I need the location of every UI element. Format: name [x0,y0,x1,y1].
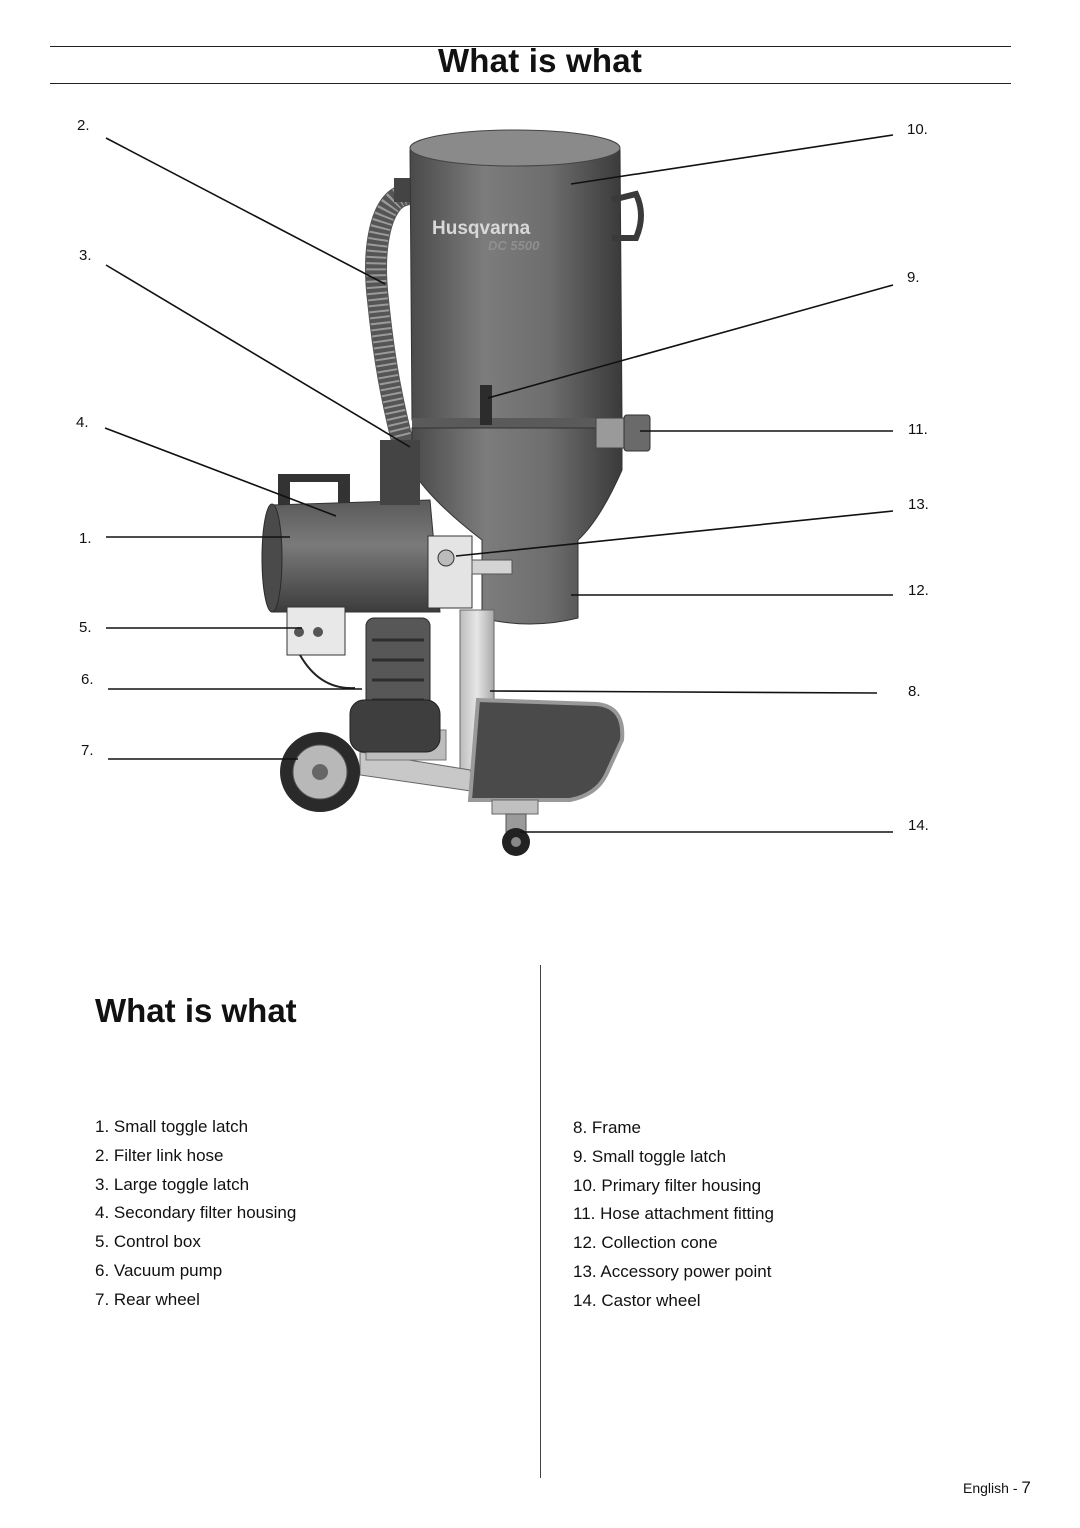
callout-7: 7. [81,742,94,759]
legend-item: 9. Small toggle latch [573,1146,727,1166]
legend-item: 3. Large toggle latch [95,1174,250,1194]
hose-attachment-fitting [595,414,651,452]
large-toggle-latch [380,440,420,505]
legend-item: 11. Hose attachment fitting [573,1204,774,1224]
callout-11: 11. [908,421,928,438]
dust-extractor-illustration: Husqvarna DC 5500 [104,129,894,856]
top-rule [50,46,1011,47]
model-label: DC 5500 [488,238,540,253]
leader-lines [104,134,894,833]
housing-lid [409,129,621,167]
legend-list-left: 1. Small toggle latch 2. Filter link hos… [95,1117,296,1319]
callout-4: 4. [76,414,89,431]
callout-12: 12. [908,582,929,599]
callout-14: 14. [908,817,929,834]
callout-2: 2. [77,117,90,134]
callout-10: 10. [907,121,928,138]
page-title: What is what [437,42,643,79]
legend-item: 7. Rear wheel [95,1289,200,1309]
callout-5: 5. [79,619,92,636]
legend-item: 8. Frame [573,1118,642,1137]
legend-item: 6. Vacuum pump [95,1260,223,1280]
legend-item: 4. Secondary filter housing [95,1203,297,1223]
control-box [286,606,356,690]
frame [359,609,625,802]
callout-1: 1. [79,530,92,547]
rear-wheel [280,732,360,812]
legend-item: 2. Filter link hose [95,1145,224,1165]
legend-item: 1. Small toggle latch [95,1117,249,1136]
legend-item: 13. Accessory power point [573,1261,772,1281]
secondary-filter-housing [261,474,441,613]
callout-3: 3. [79,247,92,264]
legend-list-right: 8. Frame 9. Small toggle latch 10. Prima… [573,1118,774,1320]
brand-logo: Husqvarna [432,218,531,239]
accessory-power-point [427,535,513,609]
legend-item: 14. Castor wheel [573,1290,701,1310]
filter-link-hose [365,178,416,451]
page-number: 7 [1021,1478,1031,1497]
callout-9: 9. [907,269,920,286]
housing-handle [611,190,644,241]
title-underline [50,83,1011,84]
column-divider [540,965,541,1478]
legend-item: 12. Collection cone [573,1233,718,1253]
collection-cone [411,427,623,625]
callout-8: 8. [908,683,921,700]
primary-filter-housing [409,137,623,421]
castor-wheel [491,799,539,856]
legend-item: 5. Control box [95,1232,201,1252]
footer-language: English [963,1480,1009,1496]
callout-6: 6. [81,671,94,688]
legend-item: 10. Primary filter housing [573,1175,762,1195]
small-toggle-latch-9 [480,385,492,425]
housing-band [412,418,622,428]
footer-separator: - [1012,1480,1018,1496]
page-footer: English - 7 [963,1478,1031,1498]
callout-13: 13. [908,496,929,513]
section-title: What is what [95,992,297,1029]
vacuum-pump [349,617,441,753]
